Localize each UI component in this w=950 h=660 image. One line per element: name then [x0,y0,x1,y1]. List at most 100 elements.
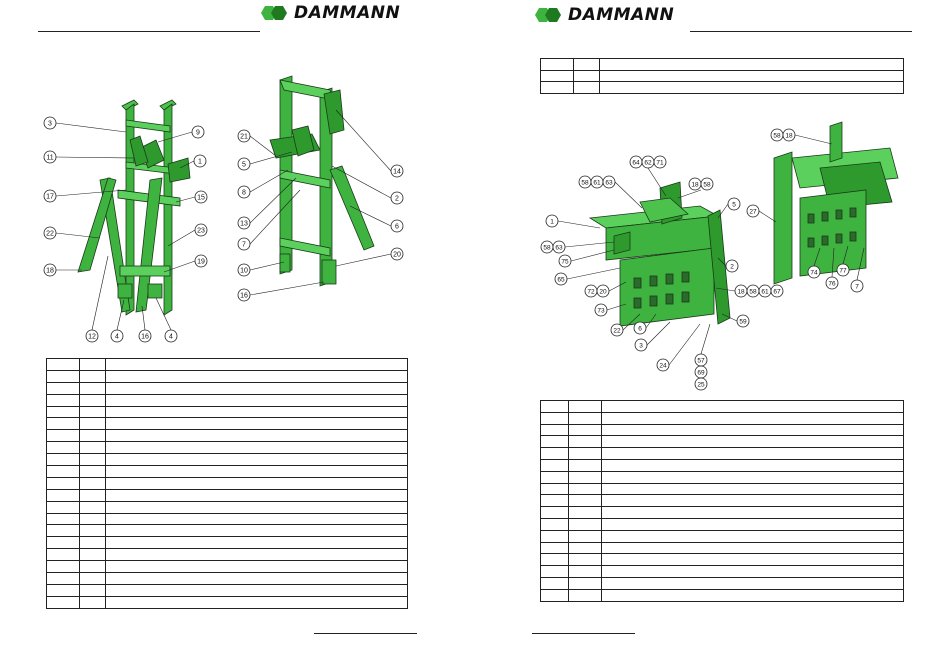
table-cell [46,405,80,419]
table-row [540,58,904,71]
table-row [46,500,408,514]
table-cell [540,482,569,496]
callout: 13 [237,216,251,230]
table-cell [105,429,408,443]
callout: 7 [850,279,864,293]
table-row [540,517,904,531]
table-cell [46,453,80,467]
table-cell [601,482,904,496]
brand-logo-right: DAMMANN [534,5,674,25]
table-row [540,588,904,602]
svg-text:18: 18 [46,268,54,275]
svg-text:58: 58 [703,182,711,189]
svg-text:59: 59 [739,319,747,326]
table-cell [46,476,80,490]
table-cell [601,423,904,437]
table-cell [601,576,904,590]
table-cell [79,524,106,538]
callout: 63 [552,240,566,254]
svg-text:63: 63 [605,180,613,187]
table-cell [79,358,106,371]
table-cell [105,572,408,585]
callouts-left: 3 11 17 22 18 9 1 15 23 19 12 4 16 4 21 … [43,116,404,343]
table-cell [540,565,569,578]
table-cell [540,517,569,531]
table-row [46,572,408,585]
callout: 4 [164,329,178,343]
table-cell [79,465,106,478]
svg-text:27: 27 [749,209,757,216]
table-row [540,576,904,590]
callout: 3 [634,338,648,352]
callout: 16 [237,288,251,302]
table-row [540,541,904,555]
svg-text:17: 17 [46,194,54,201]
callout: 58 [578,175,592,189]
table-cell [601,411,904,425]
svg-text:58: 58 [773,133,781,140]
table-row [46,536,408,550]
table-cell [573,69,600,82]
callout: 5 [237,157,251,171]
table-cell [105,453,408,467]
table-cell [105,441,408,455]
table-cell [599,69,904,82]
hexagon-logo-icon [261,6,287,20]
callout: 17 [43,189,57,203]
svg-text:58: 58 [749,289,757,296]
svg-text:58: 58 [581,180,589,187]
svg-text:14: 14 [393,169,401,176]
brand-name: DAMMANN [568,5,675,25]
table-cell [601,529,904,543]
table-cell [540,529,569,543]
table-cell [105,548,408,562]
frame-assembly-illustration-right: 58 18 64 62 71 58 61 63 18 58 1 5 58 63 … [540,121,899,391]
callout: 18 [734,284,748,298]
table-cell [601,435,904,449]
table-cell [540,435,569,449]
callout: 24 [656,358,670,372]
callout: 64 [629,155,643,169]
table-cell [79,583,106,597]
svg-text:18: 18 [785,133,793,140]
table-cell [105,512,408,526]
table-cell [79,476,106,490]
table-cell [540,423,569,437]
table-cell [601,494,904,508]
svg-text:3: 3 [48,121,52,128]
table-cell [79,393,106,407]
frame-front-view [77,99,191,316]
table-row [46,358,408,371]
table-cell [540,81,574,94]
table-cell [601,565,904,578]
table-cell [568,435,602,449]
callout: 76 [825,276,839,290]
svg-text:11: 11 [46,155,53,162]
callout: 14 [390,164,404,178]
table-row [540,529,904,543]
table-cell [46,500,80,514]
callout: 9 [191,125,205,139]
table-cell [573,81,600,94]
table-row [540,435,904,449]
table-row [540,565,904,578]
table-cell [601,447,904,460]
tine-carrier-front-view [588,181,731,327]
table-cell [46,572,80,585]
table-cell [46,595,80,609]
callout: 67 [770,284,784,298]
callout: 4 [110,329,124,343]
table-cell [601,506,904,519]
svg-text:1: 1 [198,159,202,166]
table-cell [105,381,408,395]
callout: 65 [554,272,568,286]
hexagon-logo-icon [535,8,561,22]
callout: 16 [138,329,152,343]
table-cell [540,506,569,519]
callout: 25 [694,377,708,391]
table-cell [105,369,408,383]
table-cell [105,595,408,609]
table-row [540,411,904,425]
svg-text:4: 4 [169,334,173,341]
table-cell [79,500,106,514]
